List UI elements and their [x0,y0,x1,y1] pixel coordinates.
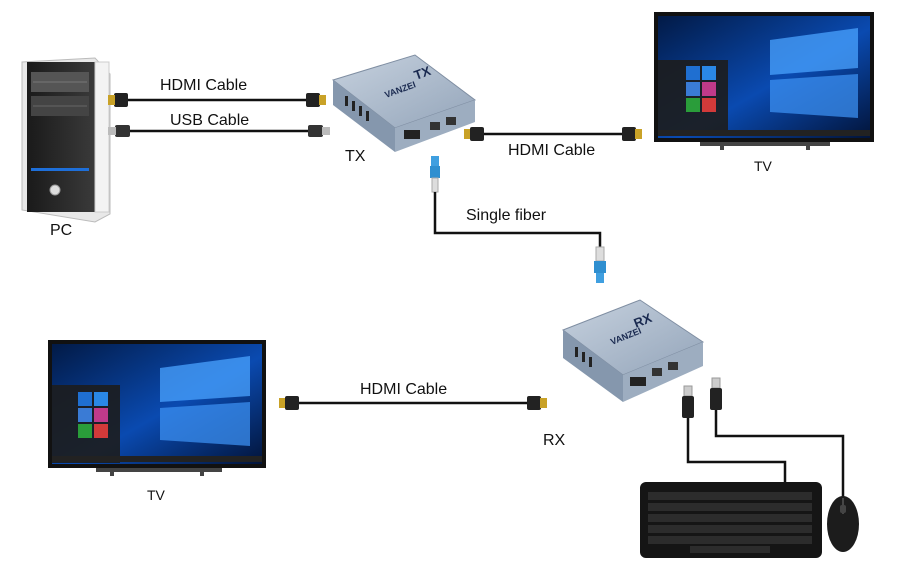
label-tv-top: TV [754,158,772,174]
cable-hdmi-pc-tx [108,93,326,107]
label-usb-cable-pc: USB Cable [170,112,250,129]
rx-box-label: RX [632,310,655,331]
tv-top [654,12,874,150]
mouse [827,496,859,552]
label-pc: PC [50,222,73,239]
usb-cables-rx [682,377,845,498]
label-hdmi-cable-pc: HDMI Cable [160,77,248,94]
label-hdmi-cable-tx-tv: HDMI Cable [508,142,596,159]
cable-hdmi-rx-tv [279,396,547,410]
fiber-cable [430,156,606,283]
label-tv-bottom: TV [147,487,165,503]
cable-usb-pc-tx [108,125,330,137]
tx-extender: VANZEI TX [331,54,477,152]
pc-tower [21,57,111,223]
tx-box-label: TX [412,63,433,83]
label-rx: RX [543,432,566,449]
label-hdmi-cable-rx-tv: HDMI Cable [360,381,448,398]
tv-bottom [48,340,266,476]
rx-extender: VANZEI RX [561,299,705,402]
label-tx: TX [345,148,366,165]
label-single-fiber: Single fiber [466,207,547,224]
keyboard [640,482,822,558]
cable-hdmi-tx-tv [464,127,642,141]
